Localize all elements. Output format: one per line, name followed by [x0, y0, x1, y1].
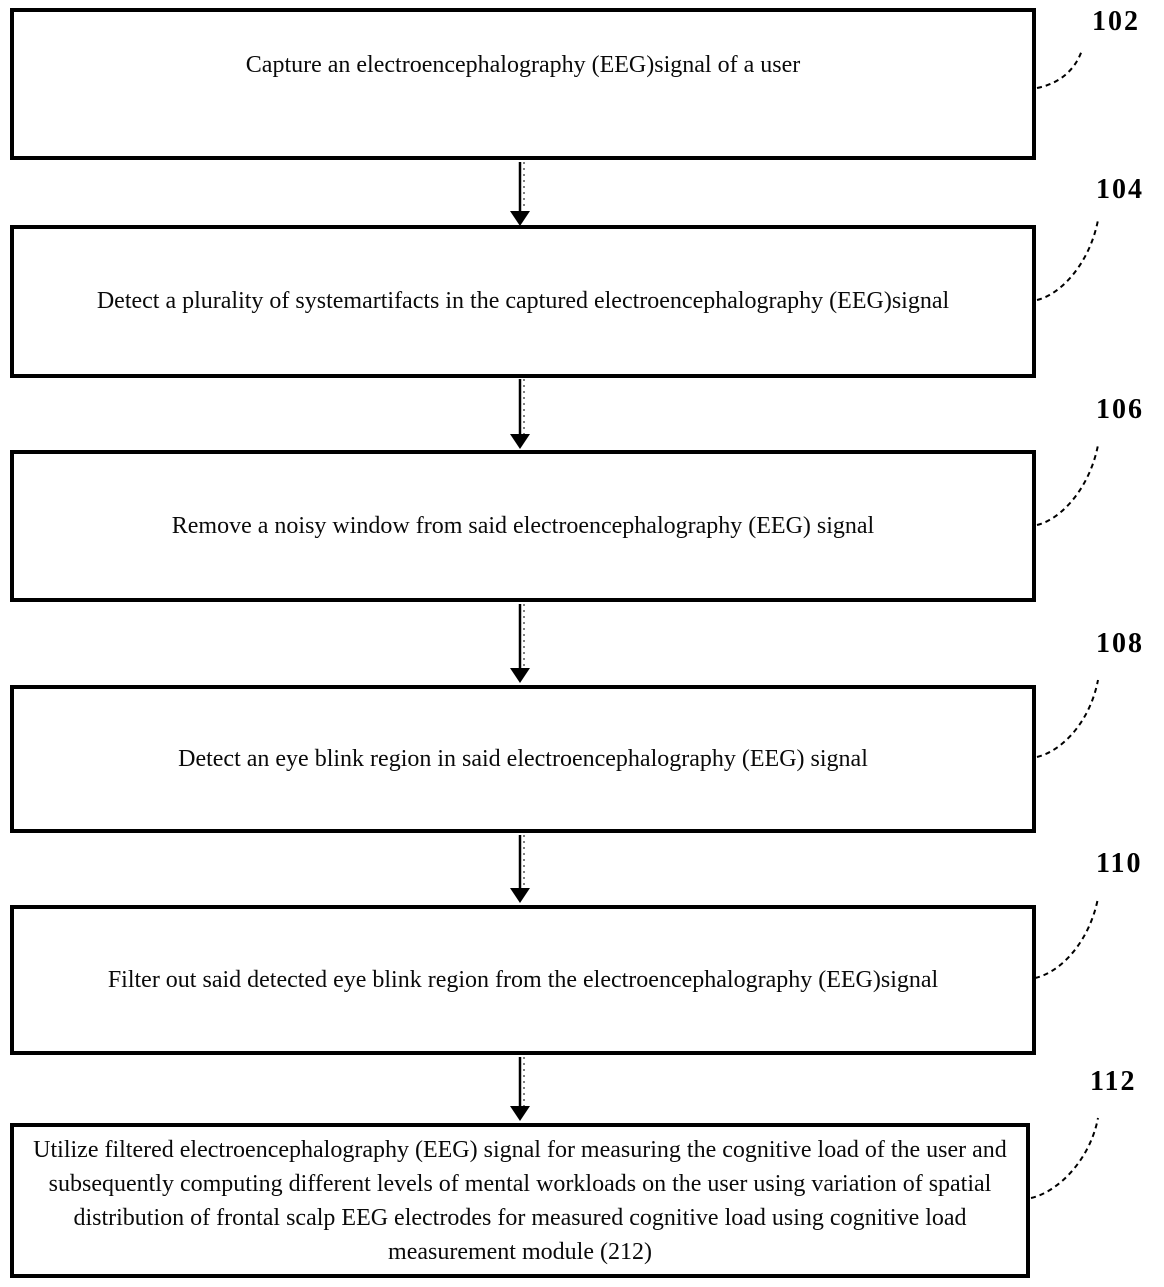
flow-step-detect-artifacts: Detect a plurality of systemartifacts in…	[10, 225, 1036, 378]
flow-step-capture-eeg-signal: Capture an electroencephalography (EEG)s…	[10, 8, 1036, 160]
leader-line-106	[1036, 444, 1099, 526]
ref-number-108: 108	[1096, 628, 1144, 659]
leader-line-112	[1030, 1117, 1099, 1199]
flow-step-filter-eye-blink: Filter out said detected eye blink regio…	[10, 905, 1036, 1055]
flow-step-measure-cognitive-load: Utilize filtered electroencephalography …	[10, 1123, 1030, 1278]
flow-arrow-2	[510, 379, 530, 449]
ref-number-106: 106	[1096, 394, 1144, 425]
flow-step-label: Utilize filtered electroencephalography …	[33, 1136, 1007, 1265]
ref-number-110: 110	[1096, 848, 1143, 879]
flow-arrow-4	[510, 835, 530, 903]
flow-arrow-3	[510, 604, 530, 683]
ref-number-102: 102	[1092, 6, 1140, 37]
leader-line-102	[1036, 49, 1083, 89]
flow-step-label: Remove a noisy window from said electroe…	[171, 512, 875, 539]
ref-number-112: 112	[1090, 1066, 1137, 1097]
flow-step-label: Filter out said detected eye blink regio…	[107, 966, 939, 993]
flow-step-detect-eye-blink: Detect an eye blink region in said elect…	[10, 685, 1036, 833]
flow-step-label: Detect a plurality of systemartifacts in…	[96, 288, 950, 314]
flow-arrow-1	[510, 162, 530, 226]
leader-line-104	[1036, 219, 1099, 301]
flow-step-label: Detect an eye blink region in said elect…	[178, 745, 868, 772]
leader-line-108	[1036, 679, 1099, 758]
ref-number-104: 104	[1096, 174, 1144, 205]
flow-arrow-5	[510, 1057, 530, 1121]
flow-step-label: Capture an electroencephalography (EEG)s…	[245, 51, 801, 78]
flow-step-remove-noisy-window: Remove a noisy window from said electroe…	[10, 450, 1036, 602]
leader-line-110	[1034, 897, 1099, 979]
